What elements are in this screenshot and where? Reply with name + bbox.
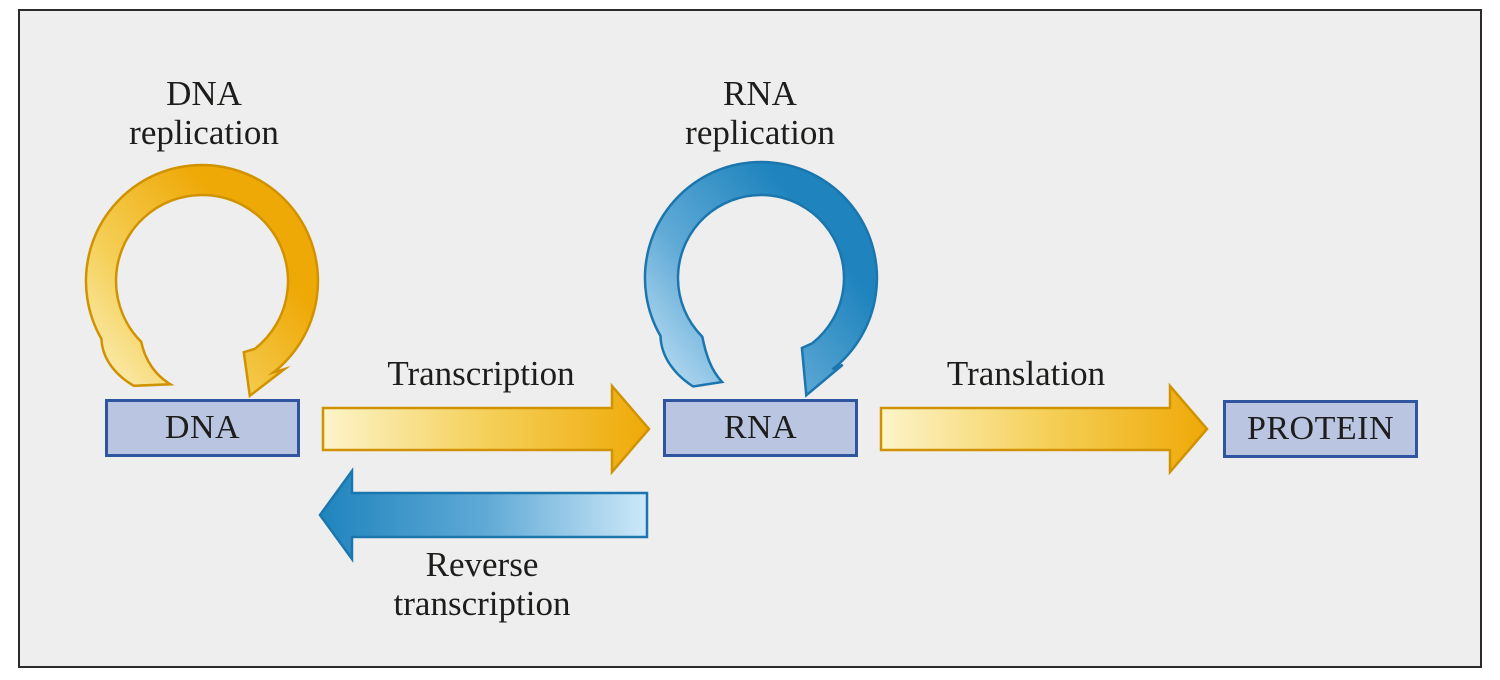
transcription-label: Transcription [387,354,575,393]
rna-replication-loop-arrow [643,160,879,398]
dna-node-box: DNA [105,399,300,457]
rna-replication-label: RNA replication [685,74,835,152]
rna-node-box: RNA [663,399,858,457]
reverse-transcription-label: Reverse transcription [394,545,571,623]
protein-node-box: PROTEIN [1223,400,1418,458]
dna-replication-label: DNA replication [129,74,279,152]
translation-label: Translation [946,354,1106,393]
dna-node-label: DNA [164,409,241,446]
reverse-transcription-label-line2: transcription [393,584,571,623]
dna-replication-loop-arrow [84,163,320,399]
rna-replication-label-line1: RNA [723,74,797,113]
reverse-transcription-arrow [318,467,649,563]
rna-replication-label-line2: replication [685,113,835,152]
dna-replication-label-line2: replication [129,113,279,152]
dna-replication-label-line1: DNA [166,74,242,113]
translation-arrow [879,382,1209,476]
transcription-arrow [321,382,651,476]
rna-node-label: RNA [723,409,798,446]
diagram-frame [18,9,1482,668]
protein-node-label: PROTEIN [1246,410,1395,447]
reverse-transcription-label-line1: Reverse [425,545,539,584]
